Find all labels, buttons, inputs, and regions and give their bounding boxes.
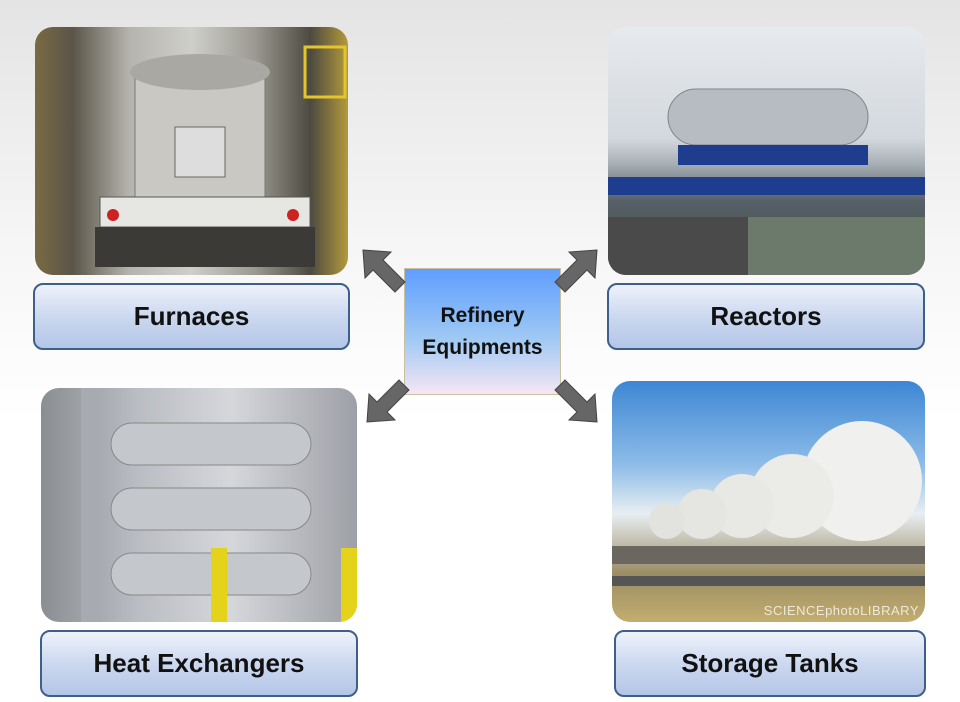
furnaces-label[interactable]: Furnaces [33, 283, 350, 350]
heat-exchangers-label[interactable]: Heat Exchangers [40, 630, 358, 697]
arrow-to-furnaces-icon [362, 249, 406, 293]
heat-exchanger-illustration [81, 388, 357, 622]
reactor-illustration [608, 88, 925, 275]
storage-tanks-illustration [612, 421, 925, 586]
reactor-photo [608, 27, 925, 275]
arrow-to-storage-tanks-icon [554, 379, 598, 423]
reactors-label-text: Reactors [710, 301, 822, 331]
arrow-to-heat-exchangers-icon [366, 379, 410, 423]
central-title-line1: Refinery [440, 303, 525, 327]
furnaces-label-text: Furnaces [133, 301, 250, 331]
furnace-photo [35, 27, 348, 275]
photo-watermark: SCIENCEphotoLIBRARY [763, 603, 919, 618]
storage-tanks-photo: SCIENCEphotoLIBRARY [612, 381, 925, 622]
heat-exchanger-photo [41, 388, 357, 622]
storage-tanks-label-text: Storage Tanks [681, 648, 859, 678]
central-topic-box: Refinery Equipments [404, 268, 561, 395]
storage-tanks-label[interactable]: Storage Tanks [614, 630, 926, 697]
arrow-to-reactors-icon [554, 249, 598, 293]
furnace-illustration [95, 45, 347, 267]
central-title-line2: Equipments [422, 335, 543, 359]
reactors-label[interactable]: Reactors [607, 283, 925, 350]
heat-exchangers-label-text: Heat Exchangers [93, 648, 305, 678]
